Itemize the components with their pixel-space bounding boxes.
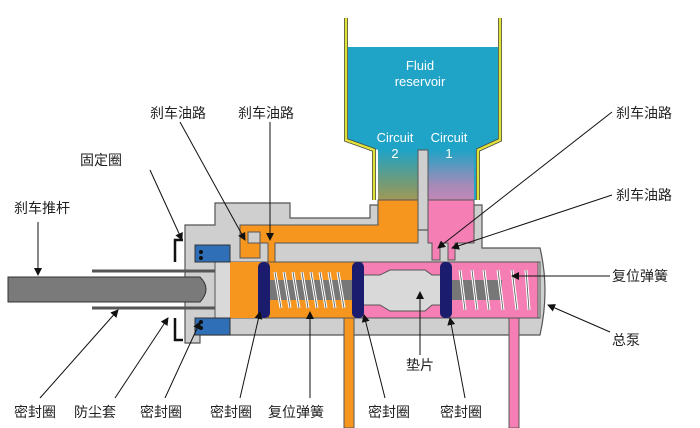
circuit-2-label-line1: Circuit: [376, 130, 414, 145]
label-master-cylinder: 总泵: [612, 333, 640, 349]
label-return-spring-right: 复位弹簧: [612, 269, 668, 285]
return-spring-primary: [270, 271, 355, 309]
return-spring-secondary: [452, 269, 531, 311]
label-push-rod: 刹车推杆: [14, 201, 70, 217]
circuit-1-label-line2: 1: [445, 146, 453, 161]
label-seal-5: 密封圈: [440, 405, 482, 421]
secondary-rear-seal: [352, 262, 364, 318]
push-rod: [7, 269, 215, 310]
wiper-seal-top: [194, 244, 231, 263]
label-oil-line-a: 刹车油路: [150, 106, 206, 122]
secondary-cup-seal: [440, 262, 452, 318]
label-seal-3: 密封圈: [210, 405, 252, 421]
leader-lines: [34, 111, 613, 399]
primary-cup-seal: [258, 262, 270, 318]
fluid-reservoir: [344, 18, 502, 231]
label-spacer: 垫片: [406, 358, 434, 374]
reservoir-label-line2: reservoir: [394, 74, 446, 89]
label-oil-line-d: 刹车油路: [616, 188, 672, 204]
label-return-spring-bottom: 复位弹簧: [268, 405, 324, 421]
reservoir-label-line1: Fluid: [405, 58, 435, 73]
circuit-2-label-line2: 2: [391, 146, 399, 161]
circuit-1-label-line1: Circuit: [430, 130, 468, 145]
label-oil-line-b: 刹车油路: [238, 106, 294, 122]
label-seal-1: 密封圈: [14, 405, 56, 421]
label-retaining-ring: 固定圈: [80, 153, 122, 169]
label-seal-2: 密封圈: [140, 405, 182, 421]
label-oil-line-c: 刹车油路: [616, 106, 672, 122]
label-seal-4: 密封圈: [368, 405, 410, 421]
label-dust-boot: 防尘套: [74, 405, 116, 421]
